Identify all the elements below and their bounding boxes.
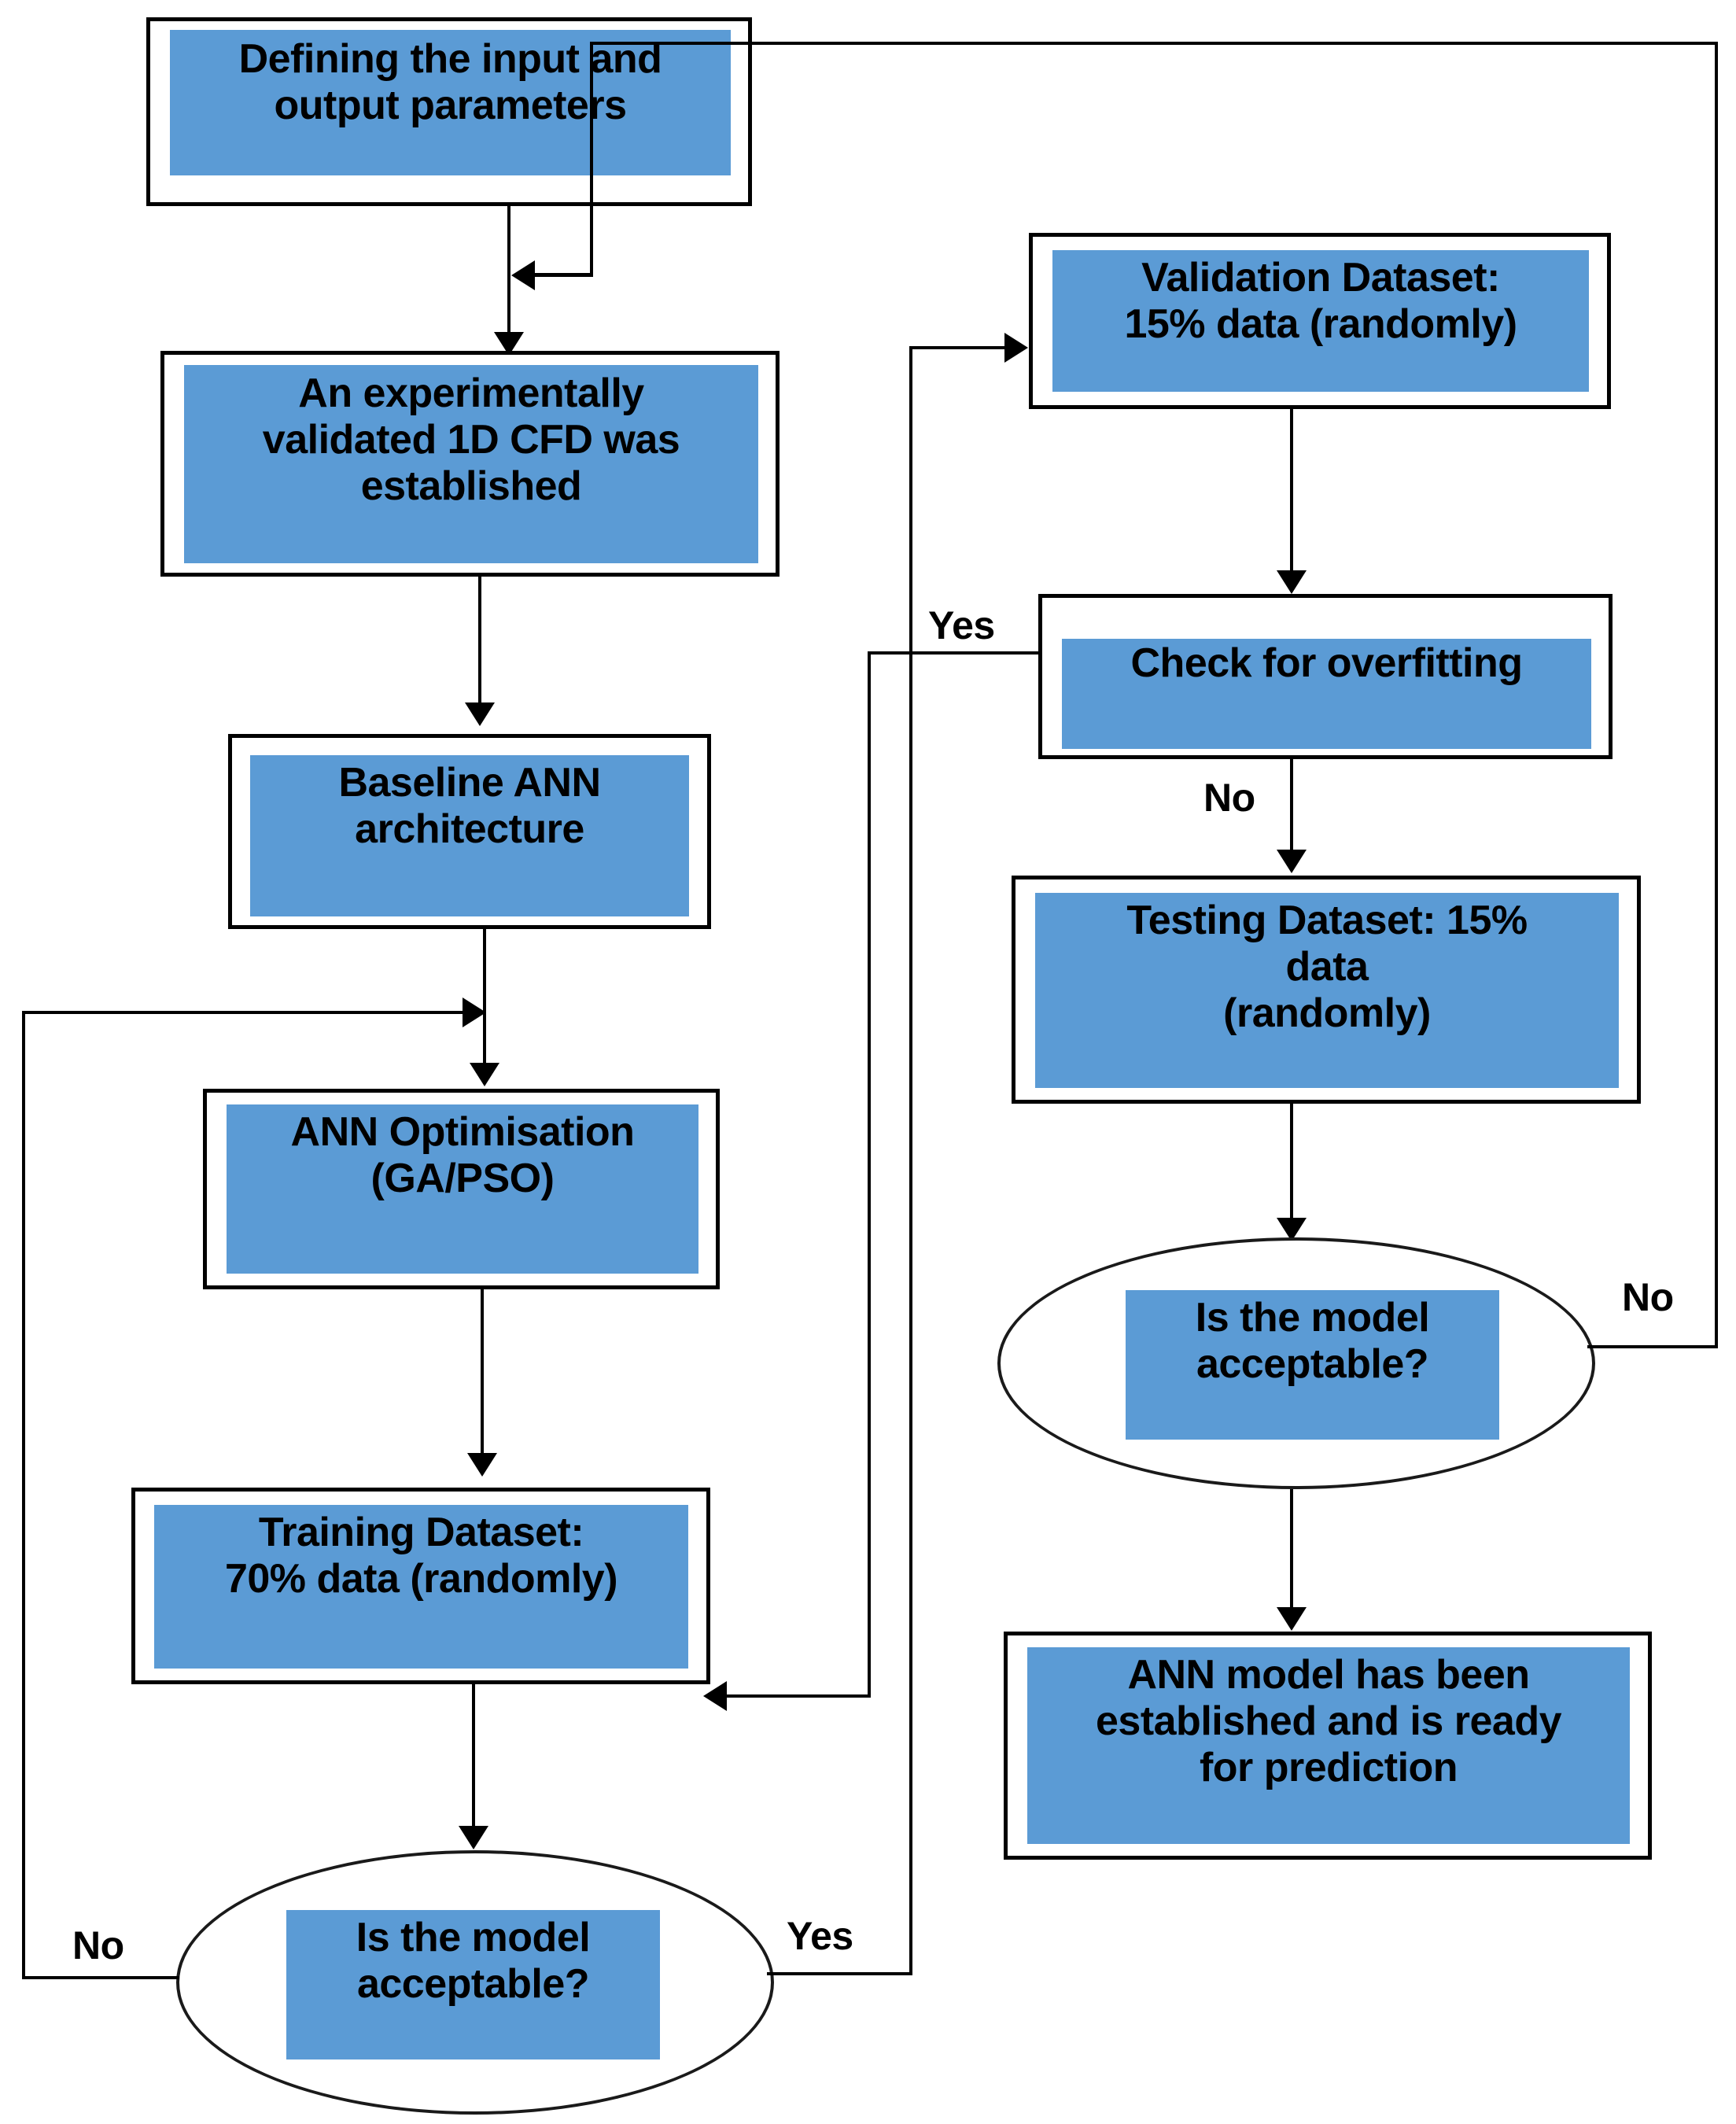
edge-label-decision-left-yes: Yes <box>787 1914 853 1958</box>
node-cfd-model-line-2: established <box>360 463 582 509</box>
edge-baseline-to-optim-arrowhead <box>470 1063 499 1086</box>
edge-optim-to-training-arrowhead <box>467 1453 497 1477</box>
edge-overfit-no-stem <box>1290 759 1293 857</box>
node-decision-left-line-1: acceptable? <box>356 1960 590 2007</box>
edge-decision-left-no-seg-h-out <box>22 1976 179 1979</box>
edge-validation-to-overfit-arrowhead <box>1277 570 1307 594</box>
edge-decision-right-to-ready-stem <box>1290 1489 1293 1615</box>
edge-decision-right-no-seg-v-right <box>1715 42 1718 1348</box>
edge-decision-left-no-arrowhead <box>463 997 486 1027</box>
edge-cfd-to-baseline-arrowhead <box>465 702 495 726</box>
edge-optim-to-training-stem <box>481 1289 484 1461</box>
edge-decision-left-yes-seg-v <box>909 346 912 1975</box>
edge-overfit-no-arrowhead <box>1277 850 1307 873</box>
node-model-ready-plate: ANN model has been established and is re… <box>1027 1647 1630 1844</box>
edge-decision-right-no-arrowhead <box>511 260 535 290</box>
node-check-overfitting-line-0: Check for overfitting <box>1130 640 1524 686</box>
edge-label-overfitting-yes: Yes <box>928 603 995 647</box>
node-testing-dataset-line-1: data <box>1285 943 1369 990</box>
node-decision-right-line-1: acceptable? <box>1196 1340 1429 1387</box>
node-training-dataset-plate: Training Dataset: 70% data (randomly) <box>154 1505 688 1669</box>
edge-overfit-yes-seg-h-out <box>868 651 1041 655</box>
node-testing-dataset-line-0: Testing Dataset: 15% <box>1126 898 1528 943</box>
edge-training-to-decision-arrowhead <box>459 1826 488 1849</box>
edge-label-overfitting-no: No <box>1203 776 1255 820</box>
node-model-ready-line-2: for prediction <box>1199 1744 1458 1790</box>
node-decision-left-plate: Is the model acceptable? <box>286 1910 660 2059</box>
edge-decision-right-no-seg-v-down <box>590 42 593 275</box>
edge-define-to-cfd-stem <box>507 206 510 340</box>
node-testing-dataset-plate: Testing Dataset: 15% data (randomly) <box>1035 893 1619 1088</box>
node-validation-dataset-line-0: Validation Dataset: <box>1141 255 1500 301</box>
edge-overfit-yes-arrowhead <box>703 1681 727 1711</box>
edge-validation-to-overfit-stem <box>1290 409 1293 578</box>
node-define-params-line-1: output parameters <box>274 82 627 128</box>
edge-label-decision-right-no: No <box>1622 1275 1674 1319</box>
node-training-dataset-line-1: 70% data (randomly) <box>224 1555 618 1602</box>
node-training-dataset-line-0: Training Dataset: <box>258 1510 584 1555</box>
edge-decision-left-yes-seg-h-out <box>767 1972 912 1975</box>
edge-training-to-decision-stem <box>472 1684 475 1834</box>
edge-decision-left-no-seg-v <box>22 1011 25 1978</box>
edge-decision-right-no-seg-h-top <box>590 42 1718 45</box>
edge-decision-left-yes-arrowhead <box>1004 333 1028 363</box>
node-ann-optimisation-plate: ANN Optimisation (GA/PSO) <box>227 1104 698 1274</box>
edge-cfd-to-baseline-stem <box>478 577 481 710</box>
node-decision-right-line-0: Is the model <box>1195 1295 1430 1340</box>
node-baseline-ann-line-1: architecture <box>355 806 584 852</box>
edge-decision-right-no-seg-h-in <box>535 273 593 277</box>
node-model-ready-line-0: ANN model has been <box>1127 1652 1530 1698</box>
node-ann-optimisation-line-0: ANN Optimisation <box>290 1109 635 1155</box>
node-check-overfitting-plate: Check for overfitting <box>1062 639 1591 749</box>
edge-testing-to-decision-stem <box>1290 1104 1293 1226</box>
node-validation-dataset-line-1: 15% data (randomly) <box>1124 301 1517 347</box>
edge-decision-left-yes-seg-h-in <box>909 346 1015 349</box>
edge-overfit-yes-seg-h-in <box>724 1694 871 1698</box>
node-cfd-model-line-0: An experimentally <box>298 371 644 416</box>
node-validation-dataset-plate: Validation Dataset: 15% data (randomly) <box>1052 250 1589 392</box>
node-model-ready-line-1: established and is ready <box>1095 1698 1562 1744</box>
edge-label-decision-left-no: No <box>72 1923 124 1967</box>
node-cfd-model-line-1: validated 1D CFD was <box>262 416 680 463</box>
node-decision-right-plate: Is the model acceptable? <box>1126 1290 1499 1440</box>
node-baseline-ann-plate: Baseline ANN architecture <box>250 755 689 916</box>
node-baseline-ann-line-0: Baseline ANN <box>338 760 601 806</box>
node-decision-left-line-0: Is the model <box>356 1915 591 1960</box>
node-define-params-plate: Defining the input and output parameters <box>170 30 731 175</box>
node-testing-dataset-line-2: (randomly) <box>1223 990 1431 1036</box>
edge-overfit-yes-seg-v <box>868 651 871 1698</box>
edge-decision-left-no-seg-h-in <box>22 1011 474 1014</box>
edge-decision-right-no-seg-h-out <box>1587 1345 1718 1348</box>
edge-decision-right-to-ready-arrowhead <box>1277 1607 1307 1631</box>
node-ann-optimisation-line-1: (GA/PSO) <box>370 1155 555 1201</box>
node-cfd-model-plate: An experimentally validated 1D CFD was e… <box>184 365 758 563</box>
